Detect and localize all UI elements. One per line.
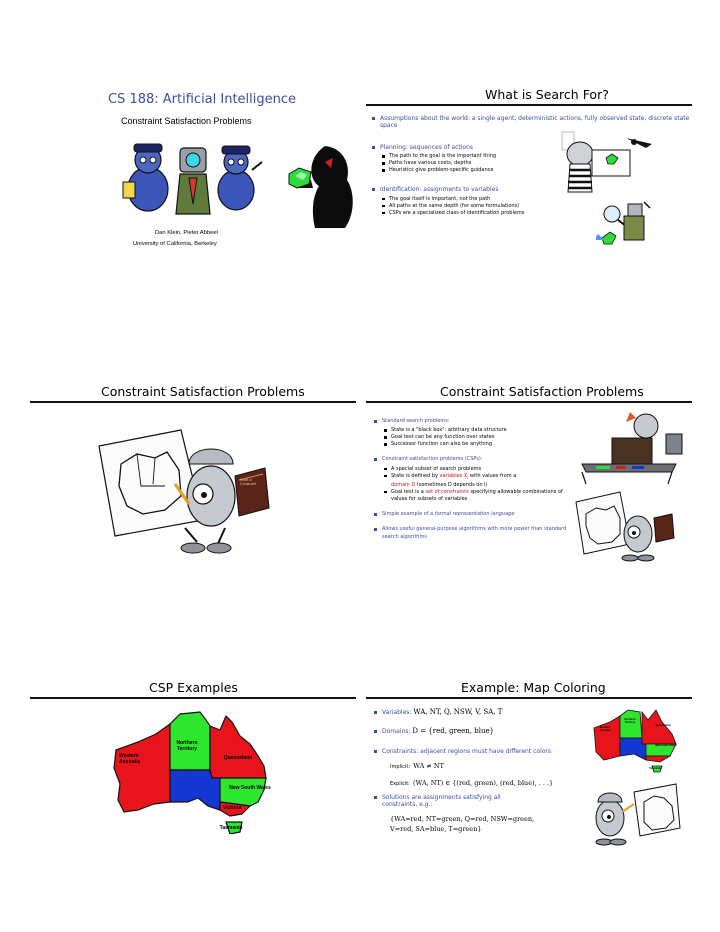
bullet-planning: Planning: sequences of actions The path … (371, 144, 693, 174)
sub-bullet: Paths have various costs, depths (380, 160, 693, 167)
striped-robot-thief-illustration (561, 131, 652, 193)
map-region-v (219, 801, 251, 817)
solution-assignment: {WA=red, NT=green, Q=red, NSW=green, V=r… (390, 814, 535, 834)
title-divider (366, 697, 692, 699)
sub-bullet: CSPs are a specialized class of identifi… (380, 210, 693, 217)
robot-left-figure (122, 143, 169, 212)
label-new-south-wales: New South Wales (229, 785, 271, 791)
label-queensland: Queensland (223, 755, 253, 761)
map-region-sa (169, 769, 221, 811)
sub-bullet: Successor function can also be anything (382, 441, 573, 448)
bullet-general-algorithms: Allows useful general-purpose algorithms… (373, 526, 573, 541)
slide-1-affiliation: University of California, Berkeley (133, 241, 217, 247)
mini-label-nsw: New South Wales (655, 744, 677, 747)
mini-label-t: Tasmania (649, 767, 661, 770)
mini-label-nt: Northern Territory (624, 718, 636, 724)
implicit-constraint: Implicit: WA ≠ NT (390, 762, 444, 771)
explicit-constraint: Explicit: (WA, NT) ∈ {(red, green), (red… (390, 778, 554, 787)
mini-label-wa: Western Australia (599, 726, 611, 732)
slide-1-authors: Dan Klein, Pieter Abbeel (155, 230, 218, 236)
slide-3-title: Constraint Satisfaction Problems (101, 384, 305, 399)
map-region-nsw (219, 777, 267, 807)
label-south-australia: South Australia (178, 771, 200, 783)
slide-2-body: Assumptions about the world: a single ag… (371, 115, 693, 225)
slide-1-subtitle: Constraint Satisfaction Problems (121, 116, 252, 126)
robot-police-illustration (122, 143, 263, 215)
gem-icon (288, 167, 312, 189)
map-region-t (225, 821, 243, 834)
bullet-identification: Identification: assignments to variables… (371, 186, 693, 216)
australia-map (113, 711, 267, 834)
robot-coloring-map-illustration (98, 429, 270, 554)
sub-bullet-goal-test: Goal test is a set of constraints specif… (382, 489, 573, 503)
slide-6-body: Variables: WA, NT, Q, NSW, V, SA, T Doma… (373, 708, 595, 842)
robot-center-figure (175, 147, 211, 215)
slide-4-body: Standard search problems: State is a "bl… (373, 418, 573, 549)
book-label: Craft of Constraint (240, 478, 257, 486)
slide-4-title: Constraint Satisfaction Problems (440, 384, 644, 399)
sub-bullet: The path to the goal is the important th… (380, 153, 693, 160)
sub-bullet: All paths at the same depth (for some fo… (380, 203, 693, 210)
detective-robot-illustration (596, 201, 651, 245)
book-icon (234, 467, 270, 517)
title-divider (366, 104, 692, 106)
title-divider (366, 401, 692, 403)
title-divider (30, 697, 356, 699)
sub-bullet-variables: State is defined by variables Xi with va… (382, 473, 573, 489)
slide-1-title: CS 188: Artificial Intelligence (108, 92, 297, 107)
label-western-australia: Western Australia (119, 753, 141, 765)
bullet-csps: Constraint satisfaction problems (CSPs):… (373, 456, 573, 502)
bullet-standard-search: Standard search problems: State is a "bl… (373, 418, 573, 448)
robot-right-figure (217, 145, 263, 211)
slide-5-title: CSP Examples (149, 680, 238, 695)
bullet-assumptions: Assumptions about the world: a single ag… (371, 115, 693, 130)
bullet-variables: Variables: WA, NT, Q, NSW, V, SA, T (373, 708, 595, 716)
bullet-solutions: Solutions are assignments satisfying all… (373, 794, 535, 834)
label-tasmania: Tasmania (219, 825, 243, 831)
map-region-q (209, 715, 267, 779)
label-victoria: Victoria (222, 805, 242, 811)
mini-australia-map (593, 709, 677, 773)
sub-bullet: A special subset of search problems (382, 466, 573, 473)
slide-2-title: What is Search For? (485, 87, 609, 102)
label-northern-territory: Northern Territory (176, 740, 198, 752)
sub-bullet: Heuristics give problem-specific guidanc… (380, 167, 693, 174)
slide-6-title: Example: Map Coloring (461, 680, 606, 695)
sub-bullet: The goal itself is important, not the pa… (380, 196, 693, 203)
sub-bullet: State is a "black box": arbitrary data s… (382, 427, 573, 434)
bullet-simple-example: Simple example of a formal representatio… (373, 511, 573, 518)
sub-bullet: Goal test can be any function over state… (382, 434, 573, 441)
map-region-wa (113, 723, 171, 813)
mini-label-q: Queensland (655, 724, 671, 727)
title-divider (30, 401, 356, 403)
robot-painting-map-illustration (595, 783, 681, 846)
bullet-constraints: Constraints: adjacent regions must have … (373, 748, 595, 788)
robot-painting-map-small-illustration (575, 491, 675, 562)
bullet-domains: Domains: D = {red, green, blue} (373, 728, 595, 735)
robot-desk-illustration (581, 412, 683, 485)
shadow-robot-illustration (288, 146, 353, 228)
